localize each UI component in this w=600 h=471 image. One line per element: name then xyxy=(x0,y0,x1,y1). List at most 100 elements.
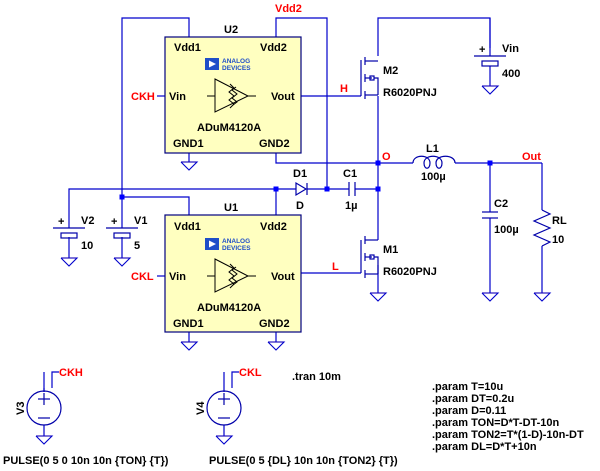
ic-u1[interactable]: U1 Vdd1 Vdd2 Vin Vout GND1 GND2 ADuM4120… xyxy=(164,202,302,333)
mosfet-m2[interactable]: M2 R6020PNJ xyxy=(360,57,437,99)
vin-value: 400 xyxy=(502,68,520,80)
u2-logo-line2: DEVICES xyxy=(222,65,251,72)
wire-v1-rail[interactable] xyxy=(122,196,190,215)
u2-ref: U2 xyxy=(224,24,238,36)
source-v3[interactable]: V3 PULSE(0 5 0 10n 10n {TON} {T}) xyxy=(3,372,169,467)
u1-pin-vdd2: Vdd2 xyxy=(260,221,287,233)
net-label-out[interactable]: Out xyxy=(522,151,541,163)
v1-ref: V1 xyxy=(134,215,147,227)
net-label-h[interactable]: H xyxy=(340,83,348,95)
u1-pin-vout: Vout xyxy=(271,271,295,283)
spice-directives[interactable]: .tran 10m .param T=10u .param DT=0.2u .p… xyxy=(292,371,584,453)
capacitor-c2[interactable]: C2 100µ xyxy=(482,198,519,236)
wire-u2-gnd2[interactable] xyxy=(275,153,378,164)
u2-pin-vin: Vin xyxy=(169,91,186,103)
net-labels: Vdd2 CKH CKL H L O Out CKH CKL xyxy=(59,3,541,379)
source-v2[interactable]: + V2 10 xyxy=(53,215,94,252)
c2-value: 100µ xyxy=(494,224,519,236)
directive-param[interactable]: .param D=0.11 xyxy=(432,405,506,417)
u1-part: ADuM4120A xyxy=(197,302,261,314)
v3-ref: V3 xyxy=(15,402,27,415)
net-label-o[interactable]: O xyxy=(382,151,391,163)
d1-model: D xyxy=(296,200,304,212)
u1-pin-vdd1: Vdd1 xyxy=(174,221,201,233)
v1-value: 5 xyxy=(134,240,140,252)
u2-pin-gnd1: GND1 xyxy=(173,138,204,150)
net-label-l[interactable]: L xyxy=(332,261,339,273)
directive-param[interactable]: .param TON=D*T-DT-10n xyxy=(432,417,560,429)
c1-ref: C1 xyxy=(343,168,357,180)
junction-v1 xyxy=(119,194,125,200)
directive-param[interactable]: .param DL=D*T+10n xyxy=(432,441,537,453)
junctions xyxy=(119,160,493,200)
wire-u2-vdd2[interactable] xyxy=(275,17,328,189)
u2-pin-vout: Vout xyxy=(271,91,295,103)
u2-part: ADuM4120A xyxy=(197,122,261,134)
grounds xyxy=(35,85,552,445)
m2-model: R6020PNJ xyxy=(383,87,437,99)
ground-icon xyxy=(113,257,132,267)
wire-v4-top[interactable] xyxy=(231,371,239,388)
u1-logo-line2: DEVICES xyxy=(222,245,251,252)
d1-ref: D1 xyxy=(293,168,307,180)
u2-adi-logo: ANALOG DEVICES xyxy=(205,58,251,72)
net-label-ckl-source[interactable]: CKL xyxy=(239,367,262,379)
l1-value: 100µ xyxy=(421,171,446,183)
wire-u2-vdd1[interactable] xyxy=(121,17,190,197)
m1-ref: M1 xyxy=(383,244,398,256)
ground-icon xyxy=(533,292,552,302)
net-label-ckh-source[interactable]: CKH xyxy=(59,367,83,379)
source-v1[interactable]: + V1 5 xyxy=(106,215,147,252)
v1-plus: + xyxy=(111,216,117,228)
diode-d1[interactable]: D1 D xyxy=(293,168,308,212)
junction-c1-m1 xyxy=(375,186,381,192)
source-v4[interactable]: V4 PULSE(0 5 {DL} 10n 10n {TON2} {T}) xyxy=(195,372,398,467)
capacitor-c1[interactable]: C1 1µ xyxy=(343,168,357,212)
u2-pin-vdd2: Vdd2 xyxy=(260,42,287,54)
ground-icon xyxy=(481,85,500,95)
net-label-ckl[interactable]: CKL xyxy=(131,271,154,283)
source-vin[interactable]: + Vin 400 xyxy=(474,18,520,80)
ground-icon xyxy=(180,161,199,171)
u1-adi-logo: ANALOG DEVICES xyxy=(205,238,251,252)
u1-ref: U1 xyxy=(224,202,238,214)
m2-ref: M2 xyxy=(383,65,398,77)
wire-v2-rail[interactable] xyxy=(68,188,296,219)
junction-d1-c1 xyxy=(324,186,330,192)
net-label-ckh[interactable]: CKH xyxy=(131,91,155,103)
ground-icon xyxy=(60,257,79,267)
ground-icon xyxy=(369,292,388,302)
vin-ref: Vin xyxy=(502,43,519,55)
vin-plus: + xyxy=(479,44,485,56)
m1-model: R6020PNJ xyxy=(383,266,437,278)
mosfet-m1[interactable]: M1 R6020PNJ xyxy=(360,236,437,278)
u2-pin-gnd2: GND2 xyxy=(259,138,290,150)
rl-value: 10 xyxy=(552,234,564,246)
junction-u1-vdd2 xyxy=(273,186,279,192)
l1-ref: L1 xyxy=(426,143,439,155)
directive-tran[interactable]: .tran 10m xyxy=(292,371,341,383)
c1-value: 1µ xyxy=(345,200,357,212)
inductor-l1[interactable]: L1 100µ xyxy=(412,143,456,183)
wire-m2-drain-vin[interactable] xyxy=(377,17,491,56)
resistor-rl[interactable]: RL 10 xyxy=(532,209,567,247)
ground-icon xyxy=(215,435,234,445)
directive-param[interactable]: .param TON2=T*(1-D)-10n-DT xyxy=(432,429,584,441)
ground-icon xyxy=(180,341,199,351)
u2-logo-line1: ANALOG xyxy=(222,58,250,65)
ic-u2[interactable]: U2 Vdd1 Vdd2 Vin Vout GND1 GND2 ADuM4120… xyxy=(164,24,302,154)
directive-param[interactable]: .param DT=0.2u xyxy=(432,393,514,405)
net-label-vdd2[interactable]: Vdd2 xyxy=(275,3,302,15)
u1-pin-gnd1: GND1 xyxy=(173,318,204,330)
rl-ref: RL xyxy=(552,215,567,227)
v3-value: PULSE(0 5 0 10n 10n {TON} {T}) xyxy=(3,455,169,467)
ground-icon xyxy=(481,292,500,302)
u1-body[interactable] xyxy=(164,214,302,333)
junction-out xyxy=(487,160,493,166)
u1-pin-vin: Vin xyxy=(169,271,186,283)
wire-v3-top[interactable] xyxy=(51,371,59,388)
v2-plus: + xyxy=(58,216,64,228)
v2-value: 10 xyxy=(81,240,93,252)
directive-param[interactable]: .param T=10u xyxy=(432,381,503,393)
